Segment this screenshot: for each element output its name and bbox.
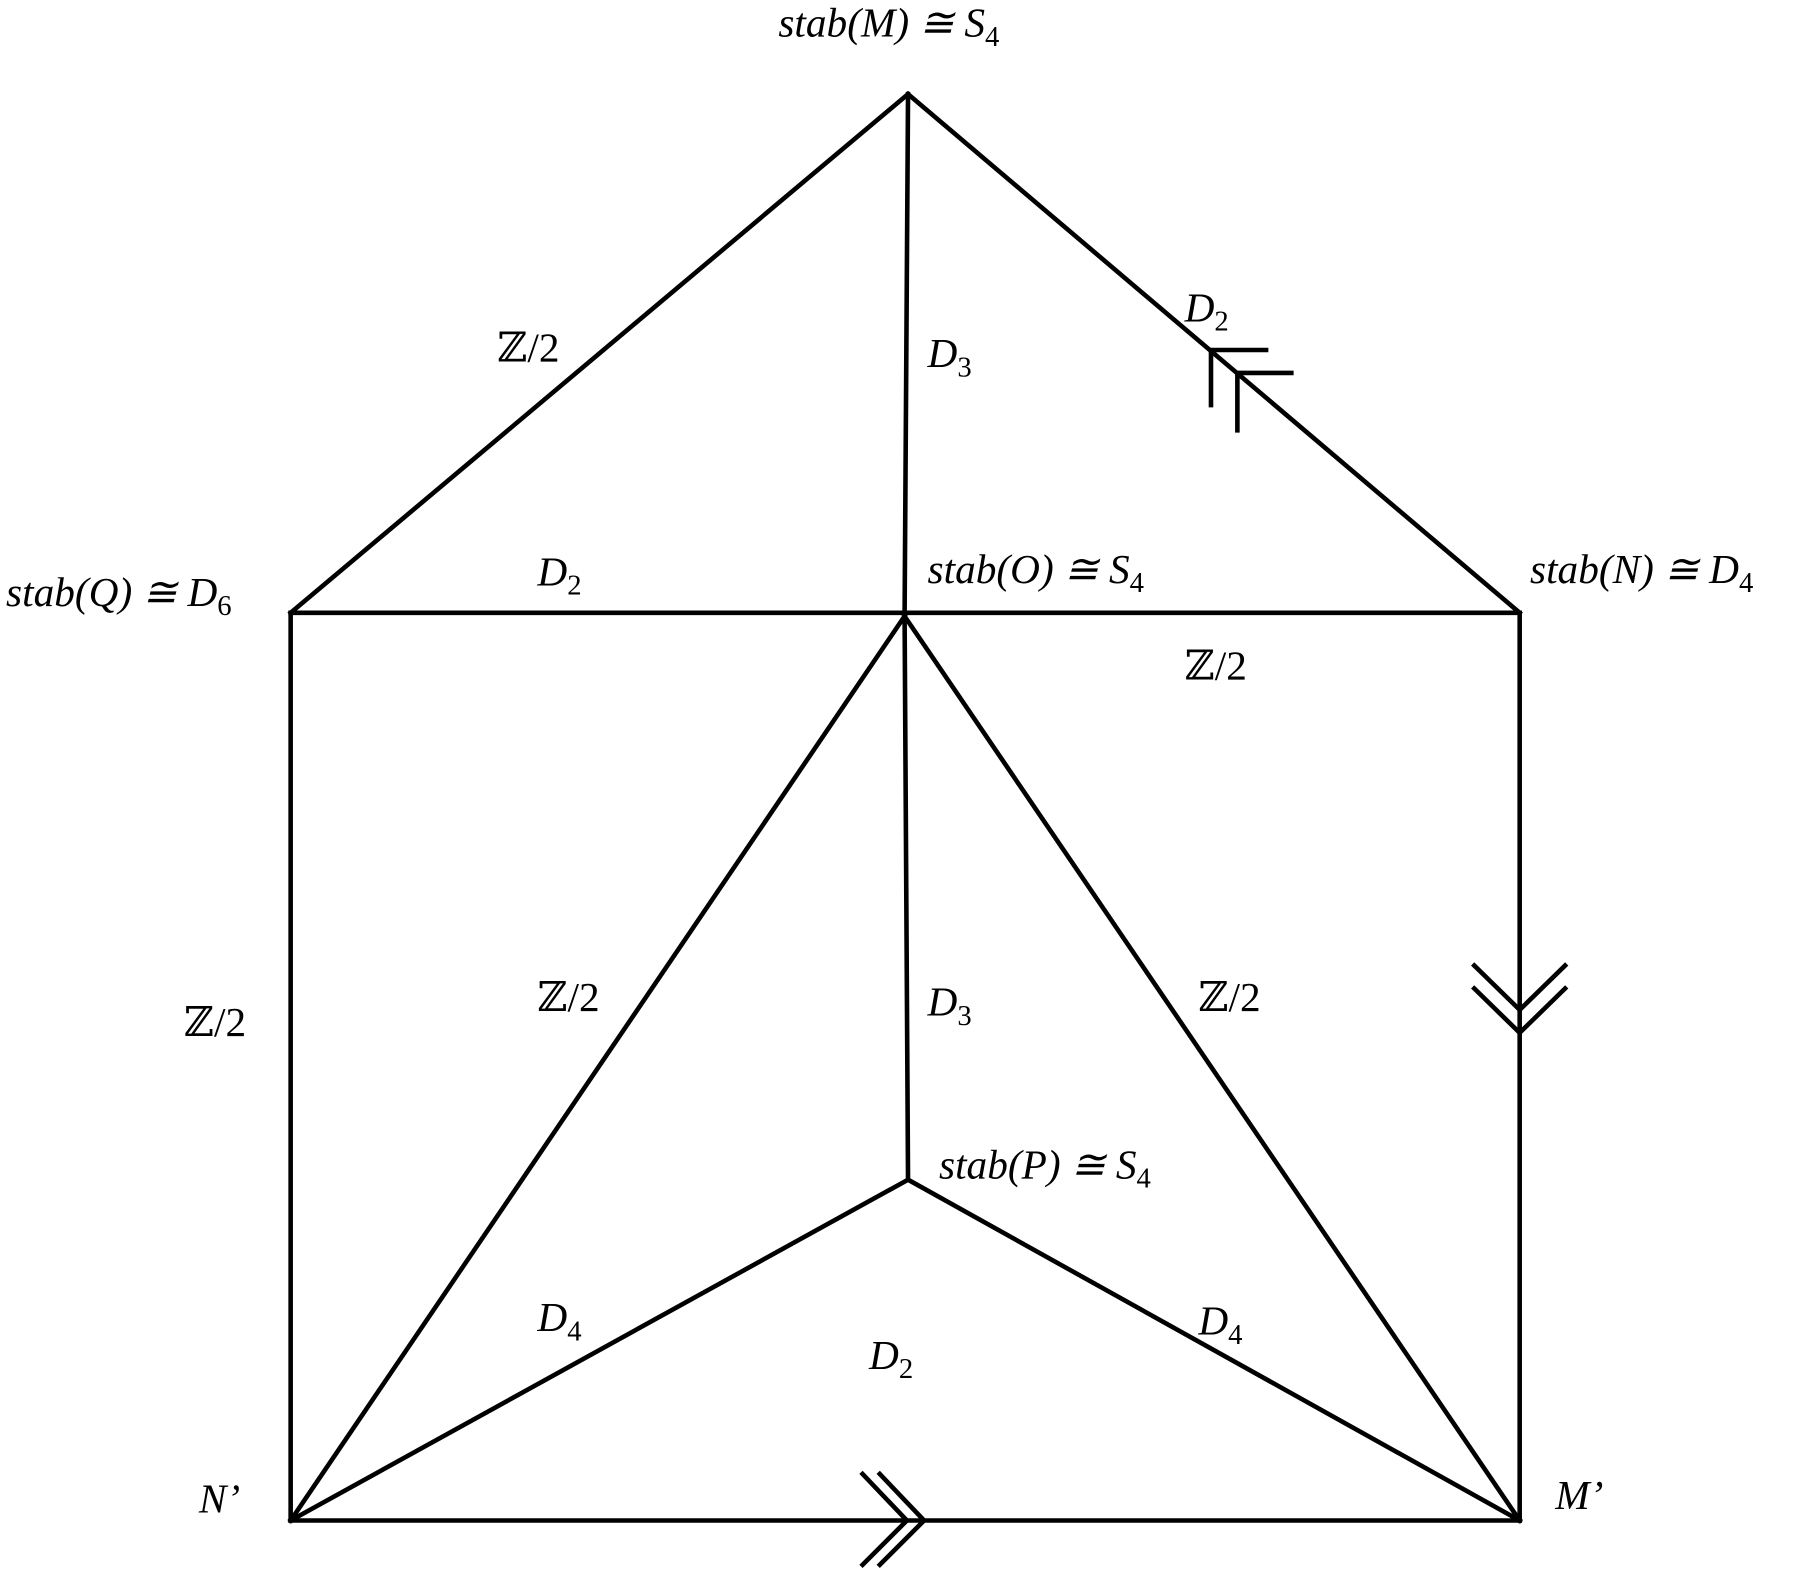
- vertex-label-m: stab(M) ≅ S4: [778, 0, 999, 53]
- edge-o-p: [902, 613, 911, 1182]
- edge-label-mo: D3: [927, 330, 972, 383]
- identification-arrows: [859, 347, 1569, 1569]
- edge-labels: ℤ/2 D3 D2 D2 ℤ/2 ℤ/2 ℤ/2 D3 ℤ/2 D4 D4 D2: [184, 284, 1261, 1385]
- edge-label-omprime: ℤ/2: [1198, 974, 1260, 1020]
- edge-m-q: [287, 90, 912, 617]
- edge-m-o: [902, 91, 911, 619]
- edge-o-mprime: [901, 613, 1523, 1524]
- double-arrow-icon: [1208, 347, 1294, 433]
- double-arrow-icon: [859, 1470, 928, 1569]
- edge-label-mq: ℤ/2: [497, 324, 559, 370]
- vertex-label-n: stab(N) ≅ D4: [1530, 546, 1753, 599]
- vertex-label-p: stab(P) ≅ S4: [939, 1142, 1151, 1195]
- edge-label-mn: D2: [1184, 284, 1229, 337]
- edge-p-mprime: [904, 1176, 1523, 1524]
- vertex-label-o: stab(O) ≅ S4: [928, 546, 1144, 599]
- vertex-label-nprime: N’: [198, 1475, 240, 1521]
- double-arrow-icon: [1471, 962, 1569, 1037]
- edge-m-n: [904, 90, 1523, 617]
- edge-label-op: D3: [927, 979, 972, 1032]
- face-label: D2: [868, 1332, 913, 1385]
- edge-label-qnprime: ℤ/2: [184, 999, 246, 1045]
- edge-p-nprime: [287, 1176, 912, 1524]
- vertex-label-mprime: M’: [1554, 1472, 1603, 1518]
- vertex-label-q: stab(Q) ≅ D6: [6, 569, 232, 622]
- edge-label-pnprime: D4: [536, 1294, 581, 1347]
- edge-label-on: ℤ/2: [1185, 642, 1247, 688]
- edge-o-nprime: [287, 613, 908, 1524]
- edge-label-onprime: ℤ/2: [537, 974, 599, 1020]
- edges: [287, 90, 1523, 1524]
- edge-label-qo: D2: [536, 548, 581, 601]
- vertex-labels: stab(M) ≅ S4 stab(Q) ≅ D6 stab(O) ≅ S4 s…: [6, 0, 1753, 1521]
- edge-label-pmprime: D4: [1197, 1298, 1242, 1351]
